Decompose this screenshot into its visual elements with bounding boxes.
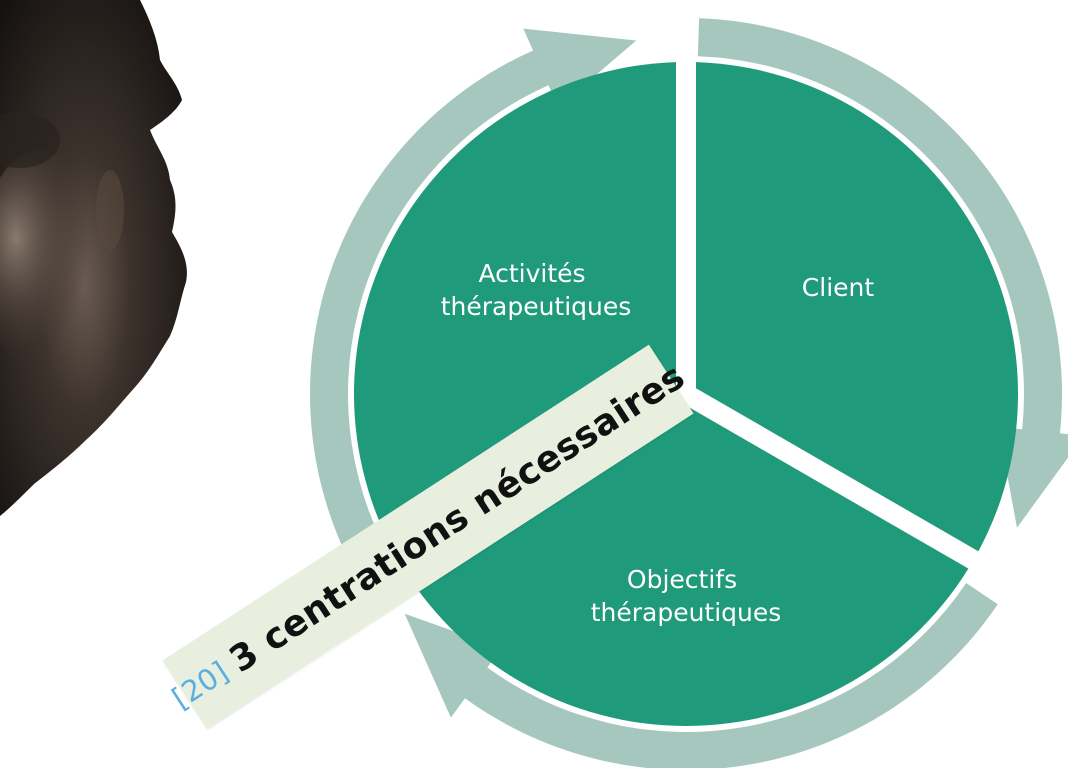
cycle-arrows xyxy=(310,18,1068,768)
label-client: Client xyxy=(802,273,875,302)
segment-objectifs xyxy=(398,394,974,726)
portrait-photo xyxy=(0,0,187,516)
segment-labels: Activités thérapeutiques Client Objectif… xyxy=(441,259,875,627)
cycle-arrow-2 xyxy=(404,583,998,768)
cycle-arrow-1 xyxy=(697,18,1068,528)
label-objectifs: Objectifs thérapeutiques xyxy=(591,565,782,627)
segment-divider xyxy=(681,385,981,570)
cycle-arrow-3 xyxy=(310,28,637,559)
label-activites: Activités thérapeutiques xyxy=(441,259,632,321)
